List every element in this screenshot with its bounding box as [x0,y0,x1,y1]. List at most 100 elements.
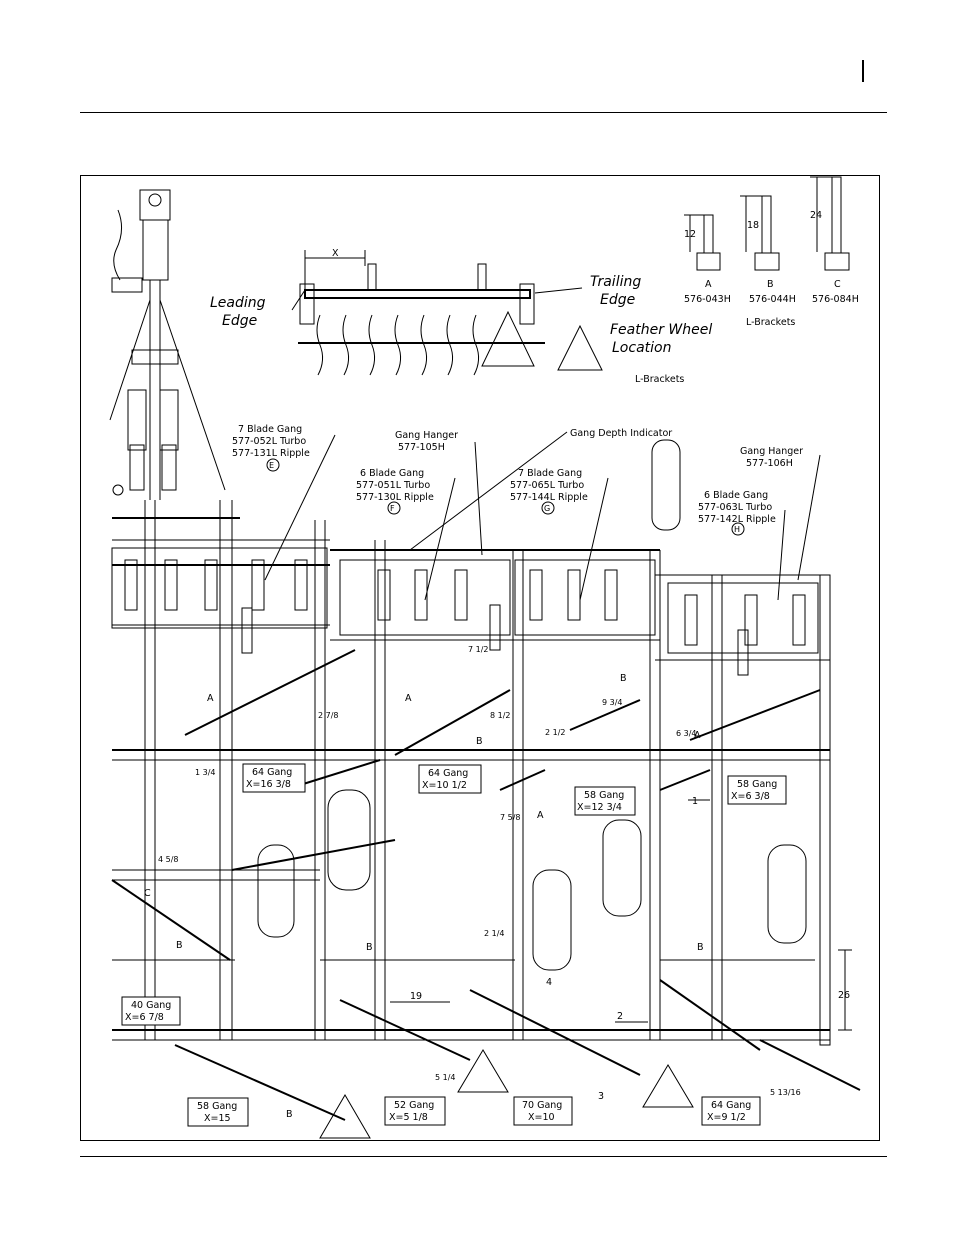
bracket-b-letter: B [767,279,774,290]
gang-box-8-name: 70 Gang [522,1100,562,1111]
trailing-edge-label-1: Trailing [590,274,641,290]
dim-26: 26 [838,990,850,1001]
gang-box-4-x: X=6 3/8 [731,791,770,802]
gang-box-5-name: 40 Gang [131,1000,171,1011]
gang-box-1-name: 64 Gang [252,767,292,778]
gang-box-7-name: 52 Gang [394,1100,434,1111]
dim-1: 1 [692,796,698,807]
callout-g-letter: G [544,504,550,513]
bracket-b-tag-5: B [176,940,183,951]
callout-h-letter: H [734,525,740,534]
callout-f-line2: 577-051L Turbo [356,480,430,491]
frac-5-1-4: 5 1/4 [435,1073,456,1082]
bracket-a-part: 576-043H [684,294,731,305]
inset-gang-drawing [291,250,603,376]
header-page-tick [862,60,864,82]
bracket-a-letter: A [705,279,712,290]
footer-rule [80,1156,887,1157]
callout-e-letter: E [269,461,274,470]
frac-2-1-4: 2 1/4 [484,929,505,938]
dim-19: 19 [410,991,422,1002]
bracket-b-tag-2: B [476,736,483,747]
callout-h-line3: 577-142L Ripple [698,514,776,525]
feather-wheel-location-3 [642,1064,694,1108]
callout-g-circle [541,501,555,515]
frac-2-7-8: 2 7/8 [318,711,339,720]
callout-e-circle [266,458,280,472]
gang-box-9-x: X=9 1/2 [707,1112,746,1123]
inset-lbrackets-label: L-Brackets [635,374,684,385]
gang-box-9 [701,1096,761,1126]
gang-box-6-name: 58 Gang [197,1101,237,1112]
gang-box-2-name: 64 Gang [428,768,468,779]
feather-wheel-location-1 [319,1094,371,1139]
gang-box-1 [242,763,306,793]
bracket-a-dim: 12 [684,229,696,240]
gang-box-2 [418,764,482,794]
callout-f-letter: F [390,504,395,513]
gang-box-3-x: X=12 3/4 [577,802,622,813]
dim-2: 2 [617,1011,623,1022]
gang-box-6-x: X=15 [204,1113,231,1124]
gang-box-7-x: X=5 1/8 [389,1112,428,1123]
hanger2-line2: 577-106H [746,458,793,469]
gang-box-1-x: X=16 3/8 [246,779,291,790]
bracket-a-tag-1: A [207,693,214,704]
callout-h-line1: 6 Blade Gang [704,490,768,501]
leading-edge-label-1: Leading [210,295,266,311]
l-bracket-drawings [684,176,850,271]
gauge-wheels [231,439,807,971]
gang-box-8 [513,1096,573,1126]
depth-indicator-label: Gang Depth Indicator [570,428,672,439]
bracket-c-tag: C [144,888,151,899]
bracket-caption: L-Brackets [746,317,795,328]
disk-gangs [111,649,861,1121]
callout-e-line3: 577-131L Ripple [232,448,310,459]
bracket-b-tag-6: B [286,1109,293,1120]
bracket-b-tag-1: B [620,673,627,684]
frac-7-1-2: 7 1/2 [468,645,489,654]
gang-box-3-name: 58 Gang [584,790,624,801]
hanger1-line2: 577-105H [398,442,445,453]
gang-box-5 [121,996,181,1026]
diagram-frame [80,175,880,1141]
frac-6-3-4: 6 3/4 [676,729,697,738]
gang-box-4-name: 58 Gang [737,779,777,790]
bracket-b-tag-3: B [366,942,373,953]
gang-box-7 [384,1096,446,1126]
callout-e-line1: 7 Blade Gang [238,424,302,435]
bracket-b-tag-4: B [697,942,704,953]
callout-f-circle [387,501,401,515]
bracket-a-tag-3: A [694,730,701,741]
dim-4: 4 [546,977,552,988]
gang-box-2-x: X=10 1/2 [422,780,467,791]
callout-g-line3: 577-144L Ripple [510,492,588,503]
gang-box-4 [727,775,787,805]
frac-7-5-8: 7 5/8 [500,813,521,822]
frac-9-3-4: 9 3/4 [602,698,623,707]
gang-box-5-x: X=6 7/8 [125,1012,164,1023]
frac-8-1-2: 8 1/2 [490,711,511,720]
bracket-b-dim: 18 [747,220,759,231]
bracket-b-part: 576-044H [749,294,796,305]
gang-box-8-x: X=10 [528,1112,555,1123]
hitch-assembly [109,189,226,500]
trailing-edge-label-2: Edge [600,292,635,308]
feather-wheel-label-1: Feather Wheel [610,322,712,338]
frac-2-1-2: 2 1/2 [545,728,566,737]
callout-h-circle [731,522,745,536]
callout-g-line1: 7 Blade Gang [518,468,582,479]
gang-box-6 [187,1097,249,1127]
inset-x-label: X [332,248,339,259]
frac-5-13-16: 5 13/16 [770,1088,801,1097]
feather-wheel-label-2: Location [612,340,671,356]
leading-edge-label-2: Edge [222,313,257,329]
frac-4-5-8: 4 5/8 [158,855,179,864]
bracket-a-tag-2: A [405,693,412,704]
gang-box-3 [574,786,636,816]
dimension-lines [390,799,852,1031]
bracket-a-tag-4: A [537,810,544,821]
bracket-c-dim: 24 [810,210,822,221]
feather-wheel-location-2 [457,1049,509,1093]
